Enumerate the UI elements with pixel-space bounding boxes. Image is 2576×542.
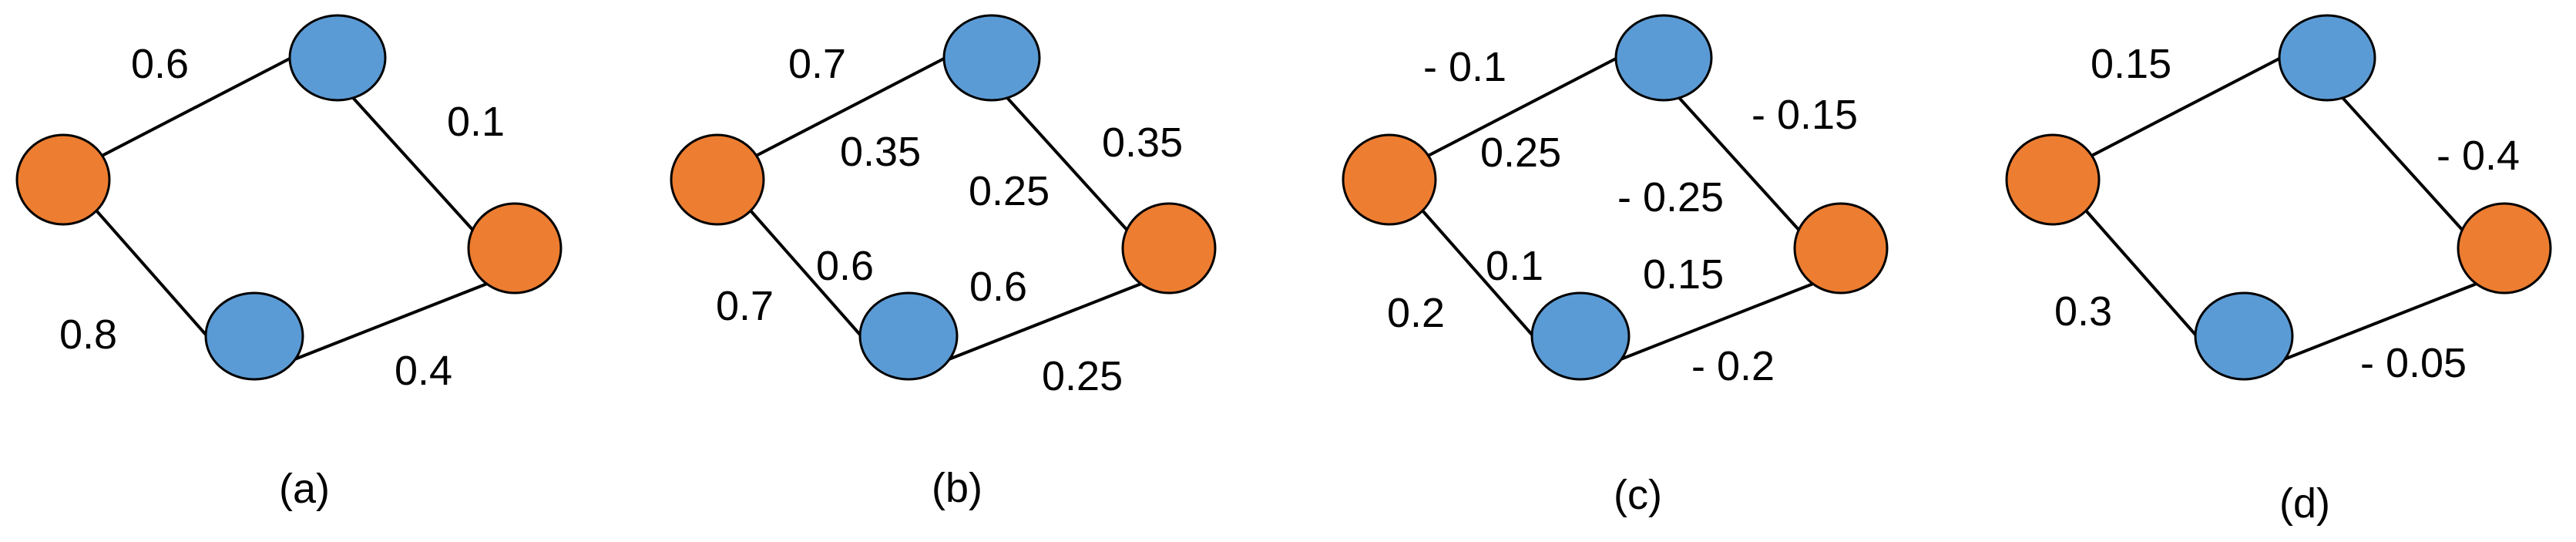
orange-node-left	[15, 133, 111, 226]
weight-label: 0.6	[131, 41, 189, 87]
orange-node-right	[1121, 202, 1217, 295]
edge-top-right	[2328, 82, 2474, 242]
blue-node-top	[1614, 14, 1713, 102]
edge-bottom-right	[278, 274, 509, 367]
orange-node-right	[2457, 202, 2552, 295]
blue-node-top	[942, 14, 1041, 102]
graph-panel-b: 0.7 0.35 0.35 0.25 0.7 0.6 0.25 0.6 (b)	[670, 14, 1217, 511]
blue-node-bottom	[858, 291, 959, 381]
weight-label: 0.25	[1480, 130, 1561, 176]
orange-node-right	[1793, 202, 1889, 295]
panel-caption: (b)	[932, 465, 982, 511]
blue-node-bottom	[1530, 291, 1631, 381]
weight-label: 0.3	[2054, 288, 2112, 335]
edge-bottom-right	[1604, 274, 1835, 367]
edge-bottom-right	[932, 274, 1164, 367]
edge-top-right	[1664, 82, 1810, 242]
orange-node-left	[2005, 133, 2101, 226]
weight-label: 0.1	[1486, 243, 1543, 289]
weight-label: 0.15	[2091, 41, 2171, 87]
blue-node-top	[2278, 14, 2376, 102]
weight-label: - 0.1	[1423, 44, 1506, 90]
weight-label: 0.35	[840, 129, 921, 175]
panel-caption: (c)	[1614, 472, 1662, 518]
blue-node-bottom	[2194, 291, 2294, 381]
weight-label: 0.8	[59, 311, 117, 358]
orange-node-right	[467, 202, 563, 295]
edge-bottom-left	[2084, 208, 2197, 336]
graph-panel-a: 0.6 0.1 0.8 0.4 (a)	[15, 14, 563, 512]
edge-top-right	[338, 82, 484, 242]
blue-node-bottom	[204, 291, 304, 381]
weight-label: 0.1	[447, 99, 505, 145]
blue-node-top	[288, 14, 387, 102]
edge-bottom-left	[94, 208, 207, 336]
weight-label: 0.25	[969, 168, 1050, 214]
edge-bottom-left	[748, 208, 861, 336]
graph-panel-c: - 0.1 0.25 - 0.15 - 0.25 0.2 0.1 - 0.2 0…	[1342, 14, 1889, 518]
weight-label: 0.35	[1102, 120, 1183, 166]
weight-label: 0.25	[1042, 353, 1123, 399]
weight-label: 0.7	[788, 41, 846, 87]
weight-label: - 0.25	[1617, 174, 1724, 221]
orange-node-left	[670, 133, 765, 226]
panel-caption: (d)	[2279, 480, 2330, 527]
weight-label: - 0.4	[2437, 133, 2520, 179]
weight-label: 0.2	[1387, 290, 1445, 336]
weight-label: 0.4	[395, 348, 452, 394]
weight-label: 0.6	[969, 264, 1027, 310]
orange-node-left	[1342, 133, 1437, 226]
weight-label: - 0.2	[1691, 343, 1775, 389]
panel-caption: (a)	[279, 466, 330, 512]
weight-label: - 0.15	[1751, 92, 1858, 138]
weight-label: 0.6	[816, 243, 874, 289]
edge-top-right	[992, 82, 1138, 242]
edge-bottom-left	[1420, 208, 1533, 336]
weight-label: 0.15	[1643, 251, 1724, 298]
edge-bottom-right	[2268, 274, 2499, 367]
graph-panel-d: 0.15 - 0.4 0.3 - 0.05 (d)	[2005, 14, 2552, 527]
weight-label: - 0.05	[2360, 340, 2467, 386]
weight-label: 0.7	[716, 283, 774, 329]
